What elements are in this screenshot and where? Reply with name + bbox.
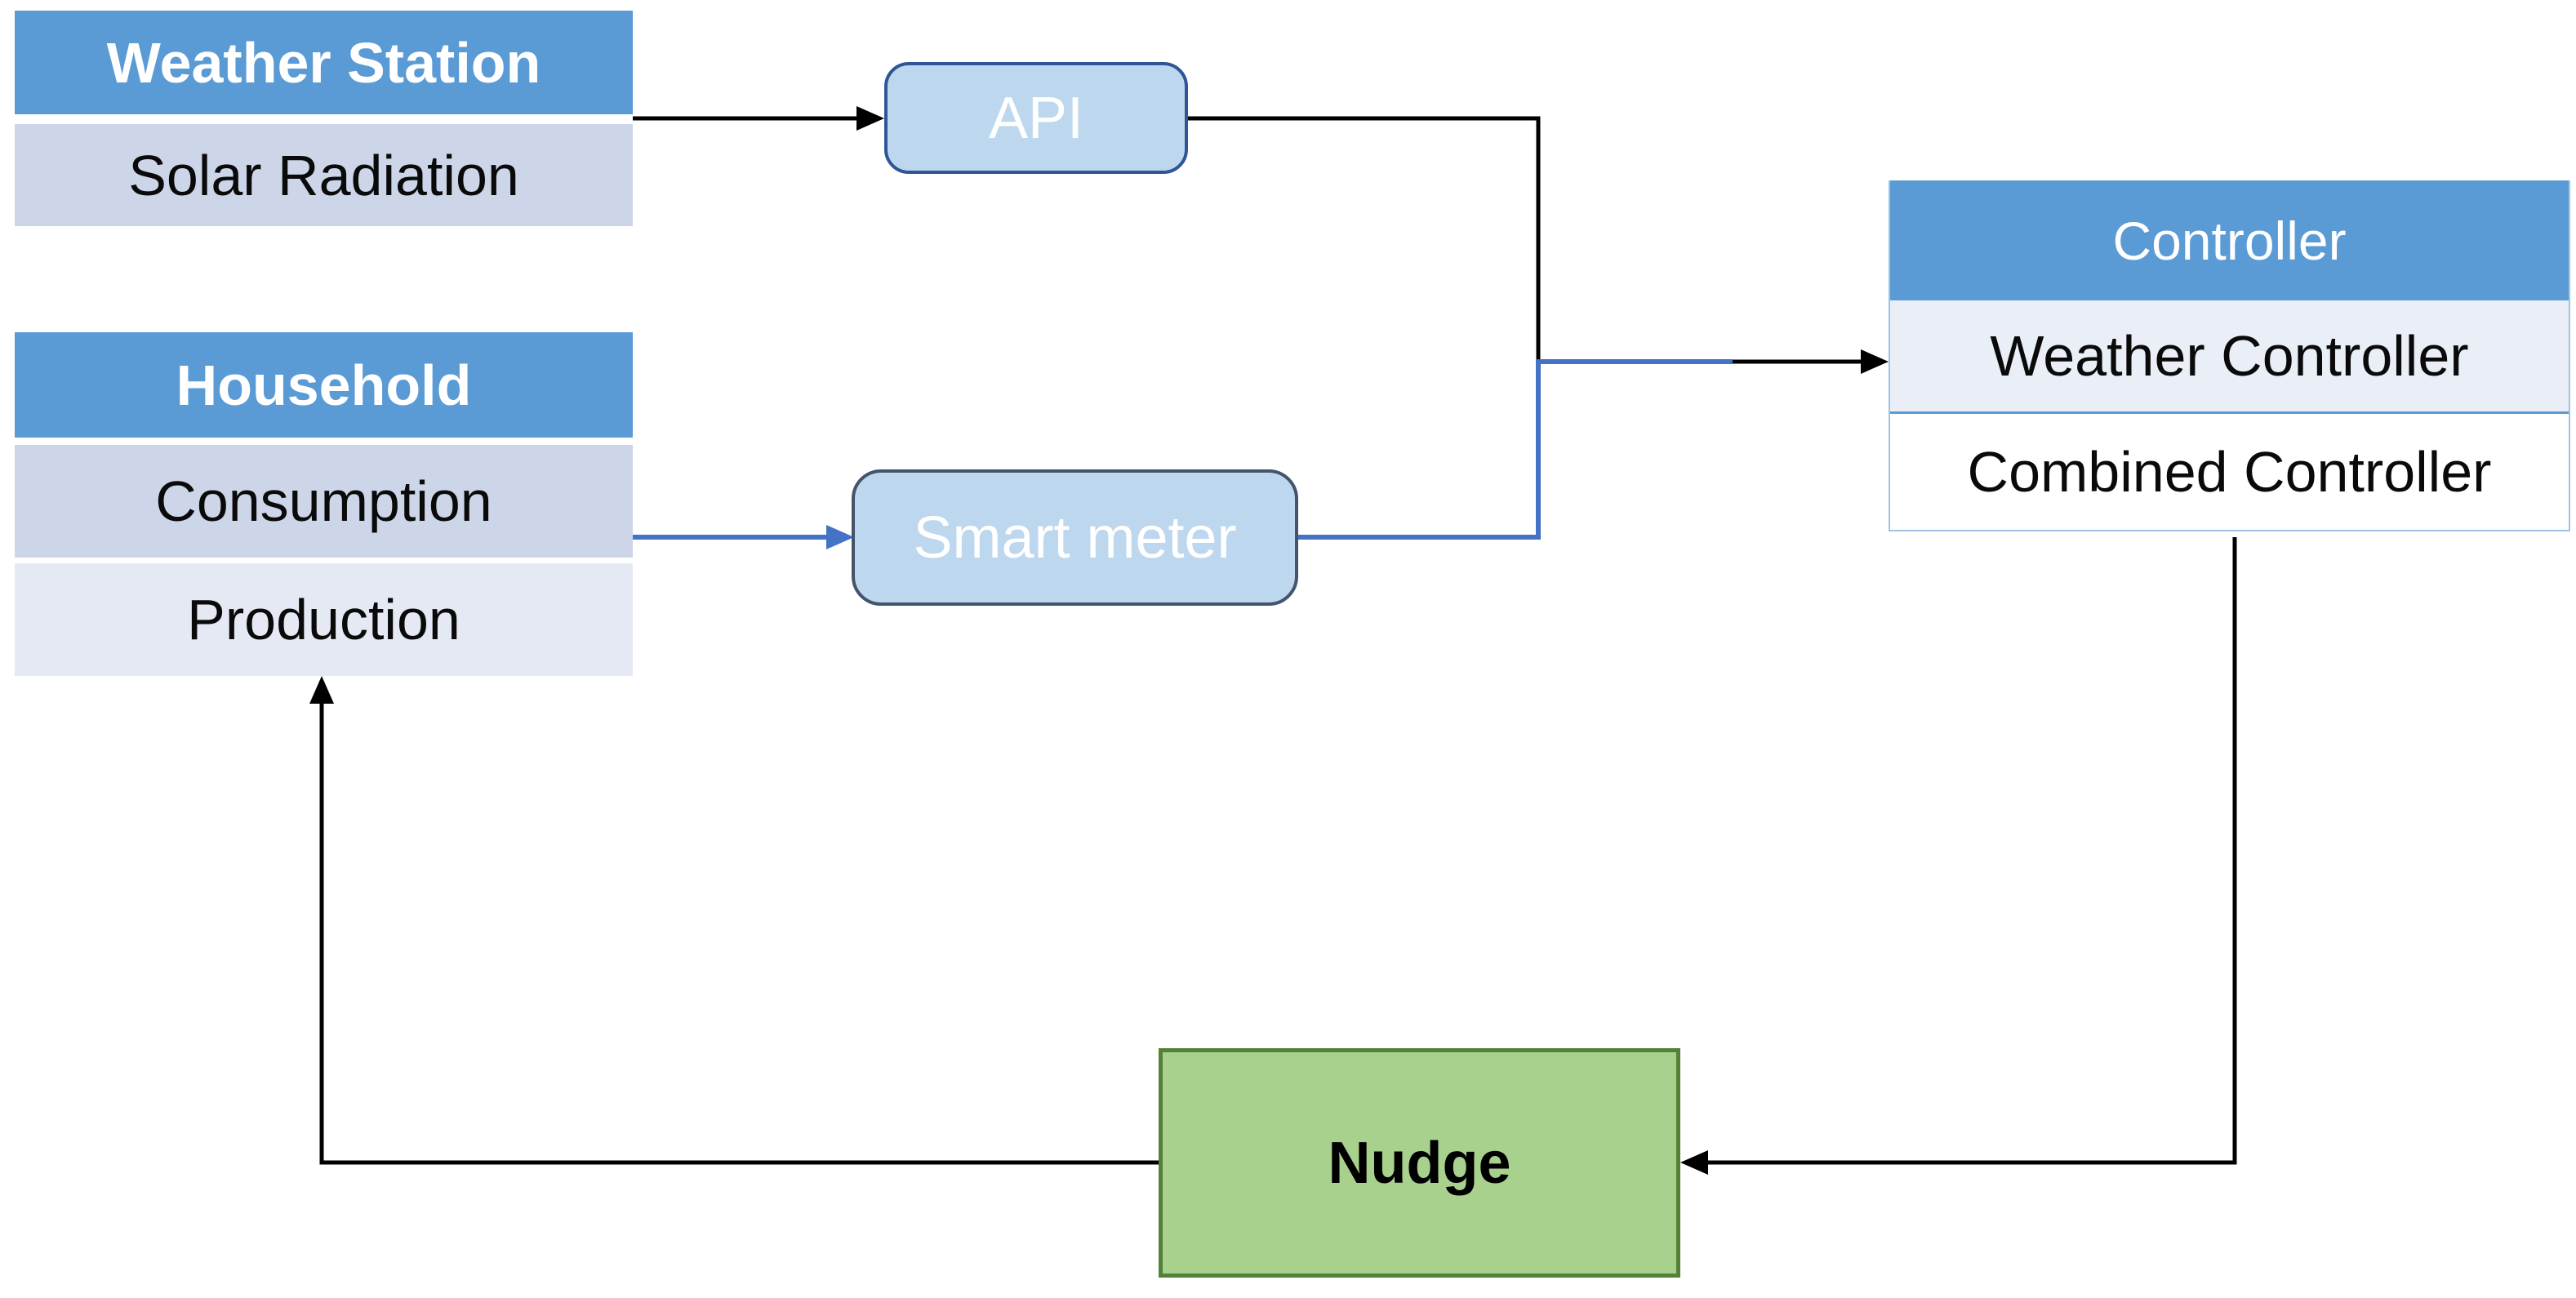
controller-row-weather-controller: Weather Controller xyxy=(1890,300,2569,414)
household-row-production: Production xyxy=(15,563,633,676)
smart-meter-node: Smart meter xyxy=(852,469,1298,606)
edge-api-to-junction xyxy=(1188,116,1541,362)
arrowhead-api-icon xyxy=(856,106,884,131)
edge-controller-to-nudge xyxy=(1708,537,2237,1165)
household-row-consumption: Consumption xyxy=(15,445,633,558)
controller-header: Controller xyxy=(1890,180,2569,300)
weather-station-row-solar-radiation: Solar Radiation xyxy=(15,124,633,226)
household-node: Household Consumption Production xyxy=(15,332,633,676)
arrowhead-controller-icon xyxy=(1861,349,1889,374)
household-header: Household xyxy=(15,332,633,438)
edge-nudge-to-production xyxy=(319,702,1159,1165)
arrowhead-smart-meter-icon xyxy=(826,525,854,549)
weather-station-node: Weather Station Solar Radiation xyxy=(15,11,633,226)
nudge-node: Nudge xyxy=(1159,1048,1680,1278)
arrowhead-production-icon xyxy=(309,676,334,704)
edge-smart-meter-to-junction xyxy=(1298,359,1733,540)
controller-row-combined-controller: Combined Controller xyxy=(1890,414,2569,530)
controller-node: Controller Weather Controller Combined C… xyxy=(1889,180,2570,531)
weather-station-header: Weather Station xyxy=(15,11,633,114)
arrowhead-nudge-icon xyxy=(1680,1150,1708,1175)
api-node: API xyxy=(884,62,1188,174)
